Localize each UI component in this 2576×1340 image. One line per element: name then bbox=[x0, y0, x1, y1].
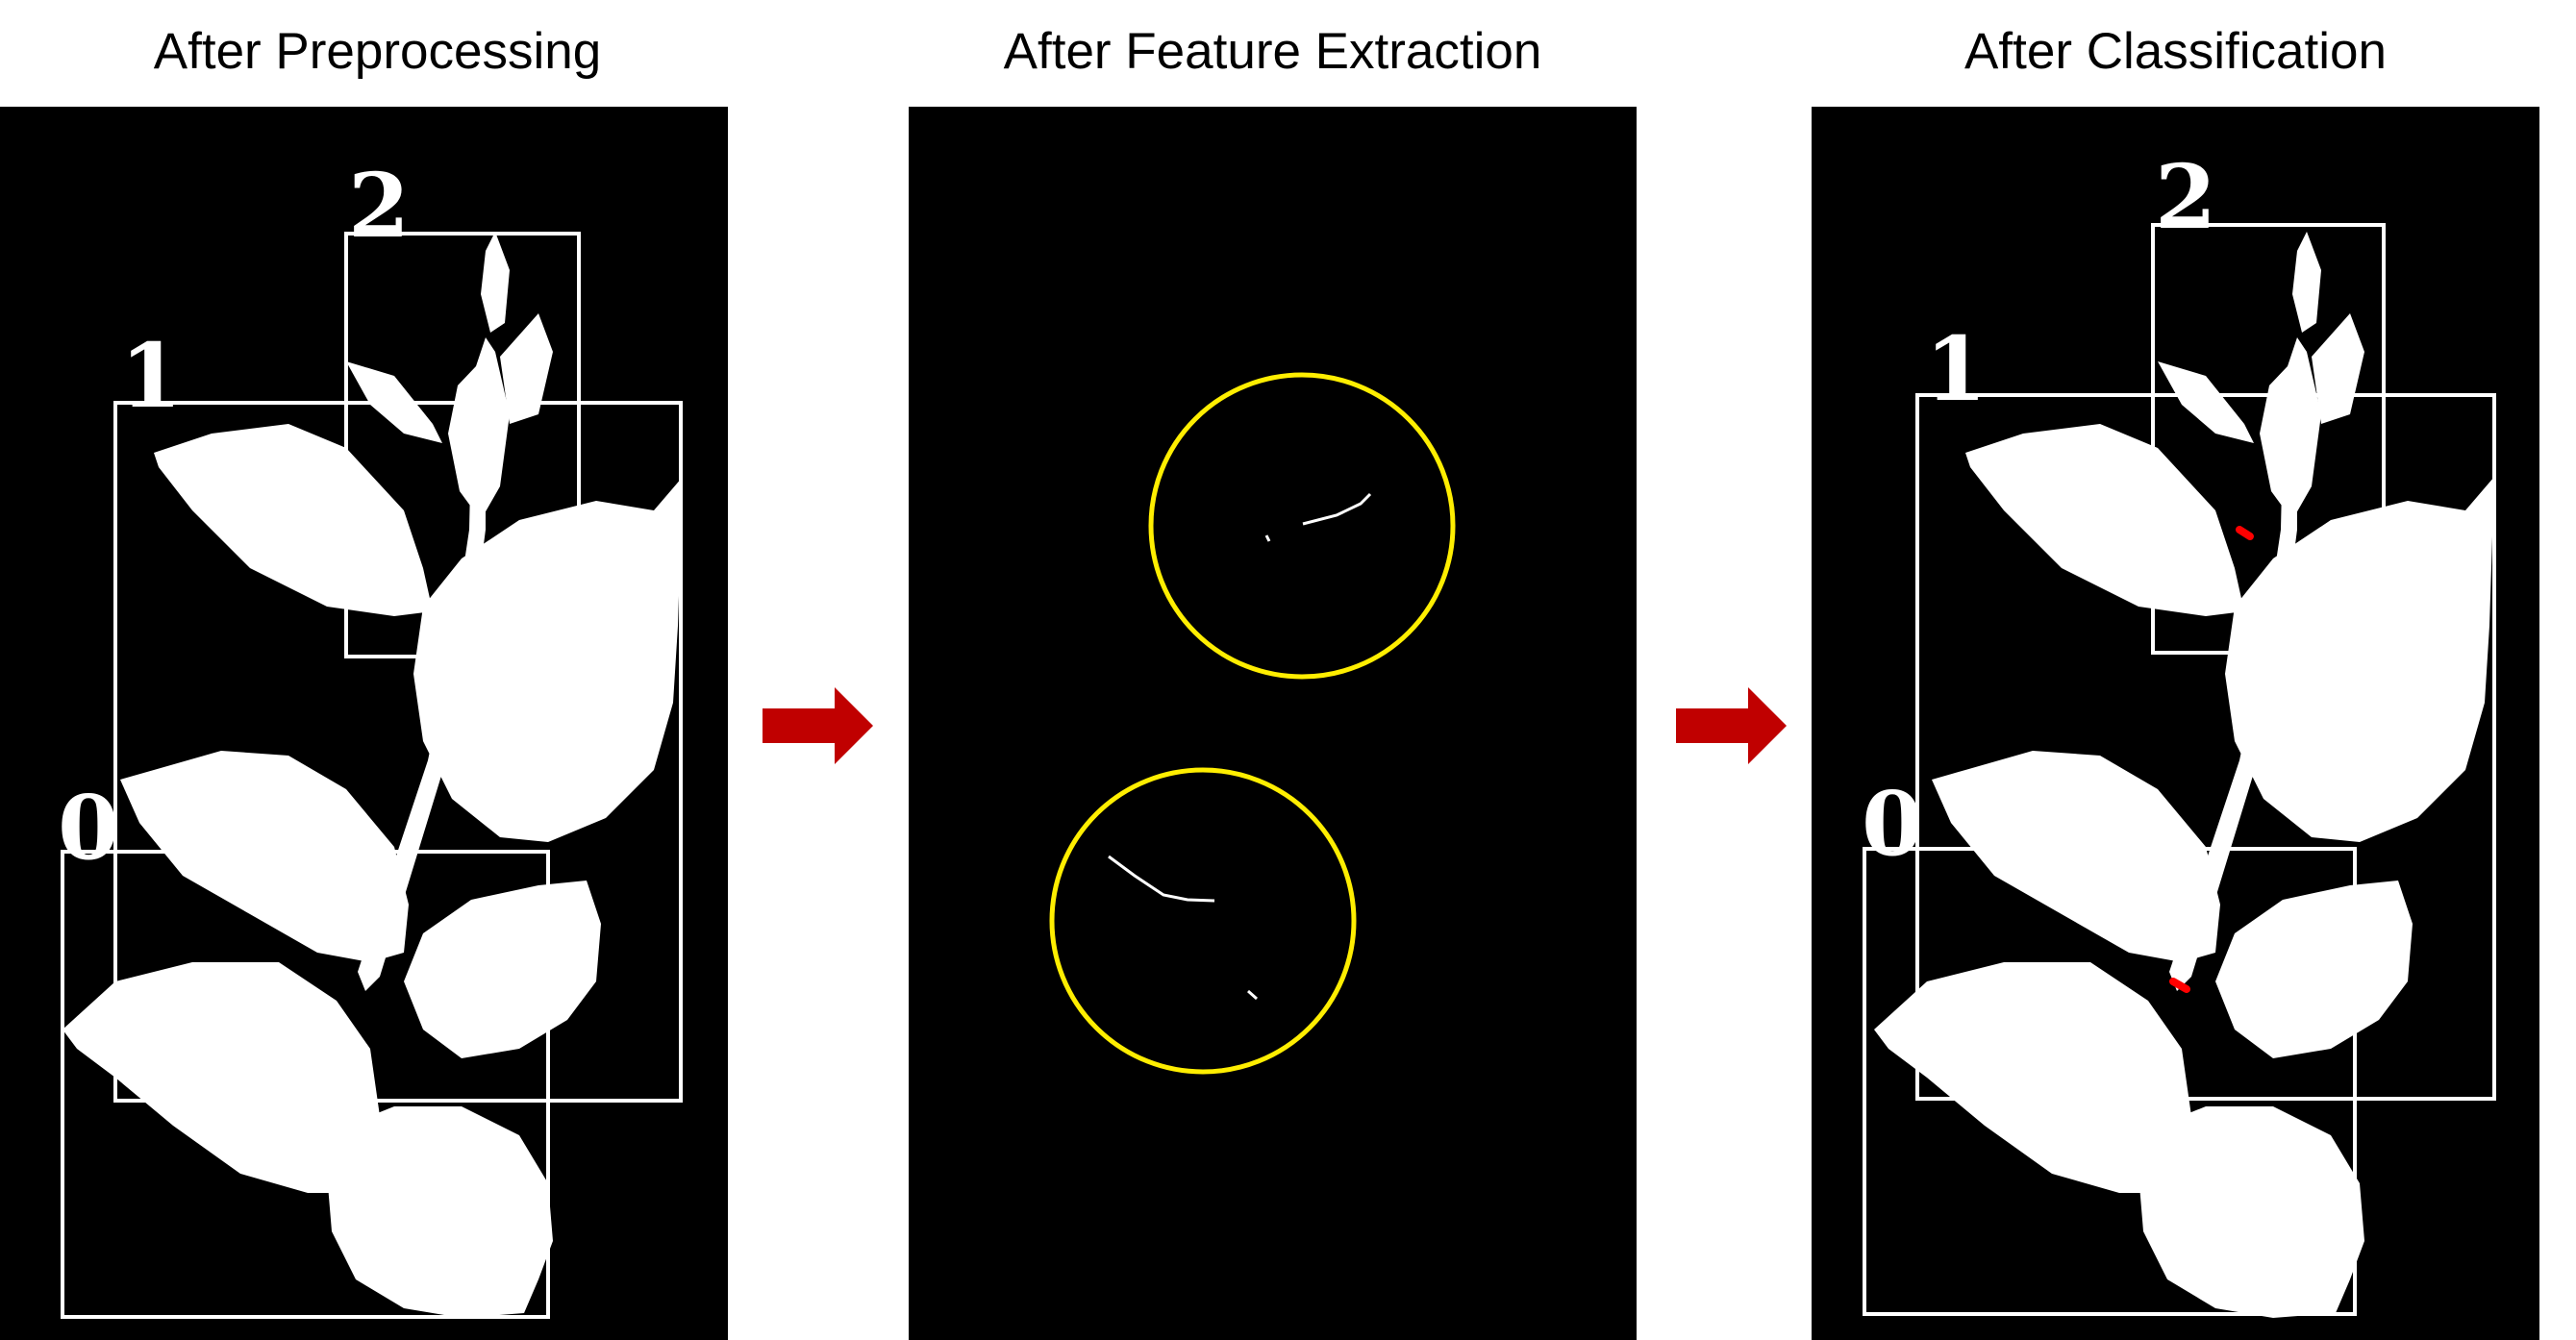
bbox-0 bbox=[1863, 847, 2357, 1316]
feature-circle-lower bbox=[1049, 767, 1357, 1075]
bbox-label-0: 0 bbox=[1862, 772, 1923, 876]
bbox-1 bbox=[1915, 393, 2496, 1101]
title-feature-extraction: After Feature Extraction bbox=[1003, 23, 1542, 80]
bbox-2 bbox=[344, 232, 581, 658]
feature-image bbox=[1049, 372, 1456, 1075]
classification-image: 0 1 2 bbox=[1862, 145, 2496, 1318]
bbox-1 bbox=[113, 401, 683, 1103]
feature-stroke bbox=[1247, 989, 1258, 1001]
bbox-2 bbox=[2151, 223, 2386, 655]
panel-classification: 0 1 2 bbox=[1812, 107, 2539, 1340]
feature-stroke bbox=[1302, 492, 1372, 526]
panel-preprocessing: 0 1 2 bbox=[0, 107, 728, 1340]
bbox-label-2: 2 bbox=[348, 154, 410, 258]
title-classification: After Classification bbox=[1964, 23, 2387, 80]
panel-feature-extraction bbox=[909, 107, 1637, 1340]
break-point-mark bbox=[2169, 978, 2190, 993]
title-preprocessing: After Preprocessing bbox=[153, 23, 602, 80]
bbox-label-0: 0 bbox=[58, 776, 119, 880]
break-point-mark bbox=[2236, 526, 2254, 540]
arrow-right-icon bbox=[763, 687, 873, 764]
preprocessing-image: 0 1 2 bbox=[58, 154, 683, 1319]
bbox-label-1: 1 bbox=[120, 324, 182, 428]
arrow-right-icon bbox=[1676, 687, 1787, 764]
feature-stroke bbox=[1108, 855, 1215, 903]
feature-circle-upper bbox=[1148, 372, 1456, 680]
bbox-label-1: 1 bbox=[1925, 317, 1987, 421]
feature-stroke bbox=[1264, 534, 1271, 542]
bbox-label-2: 2 bbox=[2155, 145, 2216, 249]
bbox-0 bbox=[61, 850, 550, 1319]
